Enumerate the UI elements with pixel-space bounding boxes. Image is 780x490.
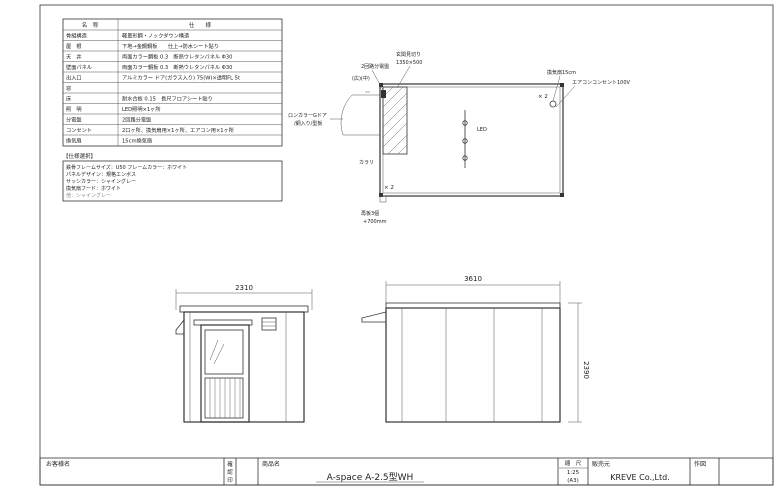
- spec-row-value: 軽量形鋼・ノックダウン構造: [122, 32, 190, 40]
- door-swing: [340, 94, 380, 136]
- breaker-label: 2回路分電盤: [361, 63, 389, 70]
- spec-row-name: コンセント: [66, 127, 92, 134]
- spec-row-value: LED照明×1ヶ所: [122, 105, 161, 113]
- breaker-icon: [381, 90, 386, 98]
- spec-row-value: 下地→金鋼鋼板 仕上→防水シート貼り: [122, 42, 219, 50]
- maker-name: KREVE Co.,Ltd.: [610, 473, 670, 482]
- product-label: 商品名: [262, 460, 280, 468]
- height-dim: 2390: [582, 361, 590, 379]
- spec-row-name: 窓: [66, 84, 71, 92]
- fan-icon: [549, 100, 557, 108]
- scale-value: 1:25: [567, 470, 580, 476]
- spec-row-name: 骨組構造: [66, 32, 88, 40]
- front-width-dim: 3610: [464, 275, 482, 283]
- maker-label: 販売元: [592, 460, 610, 468]
- plan-outline: [379, 83, 564, 197]
- spec-row-name: 床: [66, 95, 72, 103]
- spec-header-spec: 仕 様: [189, 21, 212, 29]
- paper-size: (A3): [567, 478, 579, 484]
- led-label: LED: [477, 127, 487, 133]
- outlet-x2-bottom: × 2: [384, 185, 394, 191]
- options-line-4: 換気扇フード：ホワイト: [66, 185, 121, 192]
- confirm-label-1: 確: [227, 460, 233, 468]
- spec-header-name: 名 称: [82, 21, 99, 29]
- entrance-step-label-1: 再板3個: [361, 210, 379, 217]
- scale-label: 縮 尺: [565, 459, 582, 467]
- floor-plan: LED × 2 × 2 2回路分電盤 玄関見切り 1350×500 (広)(中)…: [288, 51, 631, 225]
- spec-row-value: 2口ヶ所、換気扇用×1ヶ所、エアコン用×1ヶ所: [122, 126, 234, 134]
- gutter-label: カラリ: [359, 160, 374, 166]
- options-title: 【仕様選択】: [63, 152, 96, 160]
- door-note-1: ロンカラーGドア: [288, 113, 327, 119]
- options-line-5: 他：シャイングレー: [66, 192, 111, 199]
- spec-row-name: 分電盤: [66, 116, 82, 124]
- door-note-2: /網入り/型板: [294, 120, 322, 127]
- options-line-1: 鉄骨フレームサイズ：U50 フレームカラー：ホワイト: [66, 164, 187, 171]
- vent-icon: [261, 317, 277, 331]
- spec-row-value: 耐水合板 0.15 長尺フロアシート貼り: [122, 95, 213, 103]
- entrance-dim-label: 1350×500: [396, 60, 422, 66]
- led-light-icon: [462, 110, 468, 168]
- fan-label: 換気扇15cm: [547, 69, 576, 76]
- spec-row-name: 天 井: [66, 53, 82, 61]
- ac-outlet-label: エアコンコンセント100V: [572, 80, 631, 86]
- front-elevation: 3610 2390: [361, 275, 590, 423]
- spec-row-name: 換気扇: [66, 137, 82, 145]
- spec-row-value: 2回路分電盤: [122, 116, 151, 124]
- side-elevation: 2310: [175, 284, 313, 423]
- spec-row-value: 両面カラー鋼板 0.3 断熱ウレタンパネル Φ30: [122, 53, 232, 61]
- entrance-step-label-2: +700mm: [363, 219, 387, 225]
- spec-row-value: 15cm換気扇: [122, 137, 152, 145]
- lamp-note-label: (広)(中): [352, 75, 370, 82]
- options-box: 【仕様選択】 鉄骨フレームサイズ：U50 フレームカラー：ホワイト パネルデザイ…: [62, 152, 283, 202]
- product-name: A-space A-2.5型WH: [327, 472, 414, 483]
- author-label: 作図: [694, 460, 706, 468]
- spec-row-value: アルミカラー ドア(ガラス入り) 75(W)×透明FL 5t: [122, 74, 240, 82]
- outlet-x2-right: × 2: [538, 94, 548, 100]
- customer-label: お客様名: [46, 460, 70, 468]
- options-line-3: サッシカラー：シャイングレー: [66, 178, 136, 185]
- entrance-cutout-label: 玄関見切り: [396, 51, 421, 58]
- confirm-label-2: 認: [227, 468, 233, 476]
- side-width-dim: 2310: [235, 284, 253, 292]
- entrance-cutout: [382, 86, 408, 155]
- confirm-label-3: 印: [227, 477, 233, 484]
- spec-row-value: 両面カラー鋼板 0.3 断熱ウレタンパネル Φ30: [122, 63, 232, 71]
- options-line-2: パネルデザイン：規格エンボス: [66, 171, 136, 178]
- spec-row-name: 屋 根: [66, 42, 82, 50]
- spec-row-name: 照 明: [66, 106, 82, 113]
- spec-row-name: 壁面パネル: [66, 63, 92, 71]
- spec-row-name: 出入口: [66, 74, 82, 82]
- title-block: お客様名 確 認 印 商品名 A-space A-2.5型WH 縮 尺 1:25…: [39, 457, 774, 486]
